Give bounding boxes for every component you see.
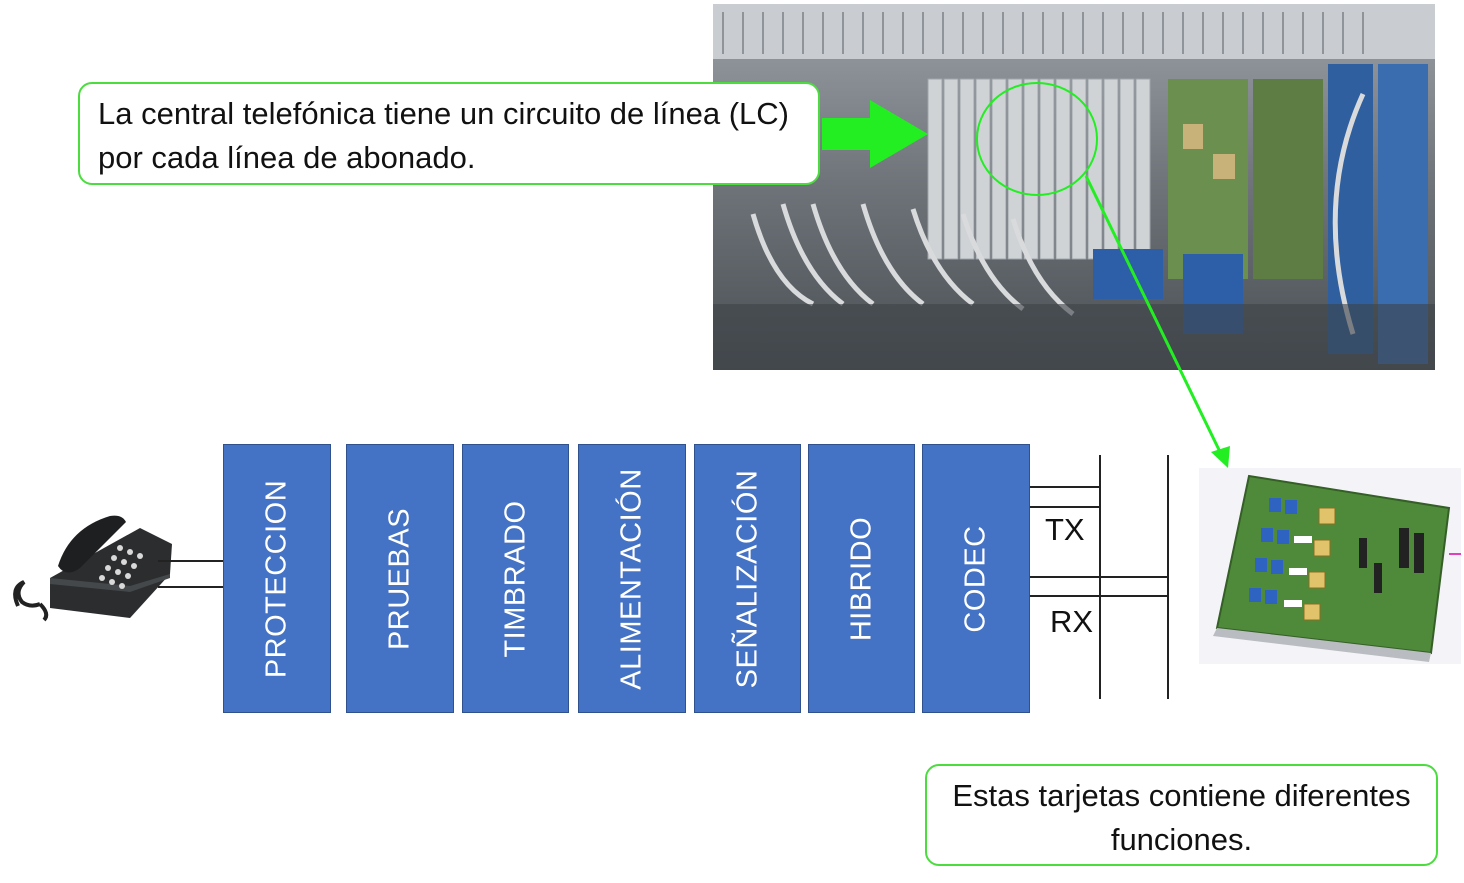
rack-photo <box>713 4 1435 370</box>
block-timbrado-label: TIMBRADO <box>499 499 531 658</box>
block-hibrido: HIBRIDO <box>808 444 915 713</box>
block-timbrado: TIMBRADO <box>462 444 569 713</box>
line-card-photo <box>1199 468 1461 664</box>
lc-description-callout: La central telefónica tiene un circuito … <box>78 82 820 185</box>
rx-label: RX <box>1050 604 1094 639</box>
block-senalizacion-label: SEÑALIZACIÓN <box>731 469 763 688</box>
tx-line-top <box>1030 486 1100 488</box>
telephone-icon <box>13 515 172 622</box>
tx-label: TX <box>1045 512 1085 547</box>
block-proteccion-label: PROTECCION <box>260 479 293 678</box>
block-hibrido-label: HIBRIDO <box>845 516 877 641</box>
block-codec: CODEC <box>922 444 1030 713</box>
subscriber-line-a <box>158 560 224 562</box>
card-functions-callout: Estas tarjetas contiene diferentes funci… <box>925 764 1438 866</box>
block-codec-label: CODEC <box>959 524 992 633</box>
block-senalizacion: SEÑALIZACIÓN <box>694 444 801 713</box>
block-pruebas: PRUEBAS <box>346 444 454 713</box>
subscriber-line-b <box>158 586 224 588</box>
tx-line-bottom <box>1030 506 1100 508</box>
block-pruebas-label: PRUEBAS <box>383 507 416 650</box>
bus-vertical-2 <box>1167 455 1169 699</box>
pointer-arrowhead <box>1211 446 1230 468</box>
bus-vertical-1 <box>1099 455 1101 699</box>
lc-description-text: La central telefónica tiene un circuito … <box>98 96 790 175</box>
block-alimentacion: ALIMENTACIÓN <box>578 444 686 713</box>
block-proteccion: PROTECCION <box>223 444 331 713</box>
card-functions-text: Estas tarjetas contiene diferentes funci… <box>952 778 1411 857</box>
block-alimentacion-label: ALIMENTACIÓN <box>615 467 648 690</box>
